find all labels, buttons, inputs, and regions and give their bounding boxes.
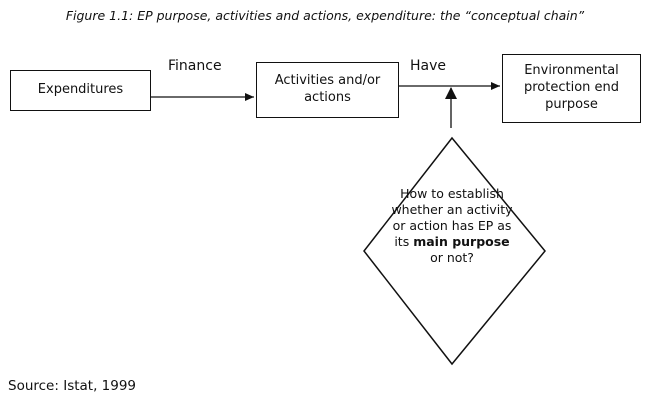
question-part2: or not?: [430, 250, 474, 265]
question-text: How to establish whether an activity or …: [390, 186, 514, 266]
edge-label-have: Have: [410, 58, 447, 74]
node-activities: Activities and/or actions: [256, 62, 399, 118]
question-emphasis: main purpose: [413, 234, 510, 249]
edge-label-finance: Finance: [168, 58, 222, 74]
node-expenditures: Expenditures: [10, 70, 151, 111]
node-purpose-line2: protection end: [523, 80, 620, 96]
figure-caption: Figure 1.1: EP purpose, activities and a…: [65, 8, 585, 23]
node-activities-line1: Activities and/or: [274, 73, 381, 89]
arrow-diamond-to-have-head: [445, 87, 457, 99]
source-note: Source: Istat, 1999: [8, 378, 137, 394]
node-activities-line2: actions: [304, 90, 351, 105]
question-part1: How to establish whether an activity or …: [391, 186, 513, 249]
node-purpose-line1: Environmental: [524, 63, 619, 79]
node-purpose: Environmental protection end purpose: [502, 54, 641, 123]
node-purpose-line3: purpose: [545, 96, 598, 112]
node-expenditures-label: Expenditures: [37, 82, 124, 98]
question-diamond: [363, 136, 546, 366]
